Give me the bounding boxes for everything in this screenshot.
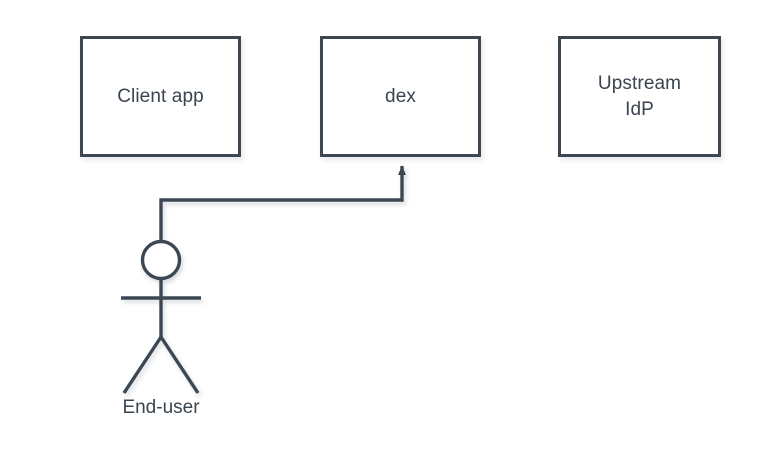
node-upstream-idp-label: Upstream IdP: [597, 72, 682, 120]
end-user-label: End-user: [122, 397, 200, 418]
arrow-end-user-to-dex: [159, 165, 406, 241]
edge-end-user-to-dex: [159, 165, 406, 241]
end-user-left-leg: [122, 336, 163, 394]
end-user-stick-figure: [121, 239, 201, 394]
node-client-app-label: Client app: [117, 85, 204, 107]
node-client-app[interactable]: Client app: [80, 36, 241, 157]
node-dex-label: dex: [385, 85, 416, 107]
end-user-right-leg: [159, 336, 200, 394]
end-user-head-icon: [140, 239, 182, 281]
node-dex[interactable]: dex: [320, 36, 481, 157]
node-upstream-idp[interactable]: Upstream IdP: [558, 36, 721, 157]
